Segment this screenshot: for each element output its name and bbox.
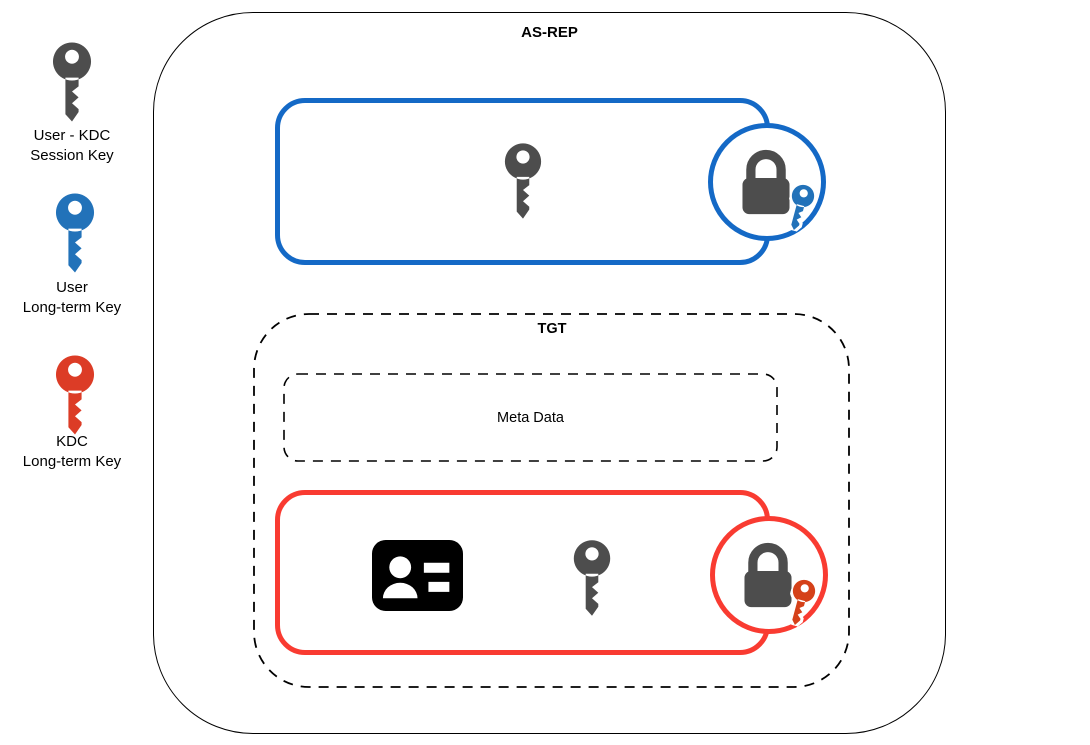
meta-data-label: Meta Data xyxy=(497,409,564,426)
meta-data-box xyxy=(283,373,778,462)
id-card-icon xyxy=(372,540,463,611)
as-rep-title: AS-REP xyxy=(521,24,578,41)
encrypted-tgt-payload-block xyxy=(275,490,770,655)
legend-label-kdc-key: KDC Long-term Key xyxy=(0,432,144,472)
legend-label-line: KDC xyxy=(56,433,88,450)
blue-encryption-seal xyxy=(708,123,826,241)
legend-label-session-key: User - KDC Session Key xyxy=(0,126,144,166)
tgt-container xyxy=(253,313,850,688)
session-key-icon xyxy=(571,538,613,618)
kdc-long-term-key-icon xyxy=(53,354,97,436)
session-key-icon xyxy=(50,41,94,123)
legend-label-line: Long-term Key xyxy=(22,453,122,470)
as-rep-container xyxy=(153,12,946,734)
user-long-term-key-icon xyxy=(53,192,97,274)
legend-label-line: User xyxy=(56,279,88,296)
tgt-title: TGT xyxy=(537,321,567,337)
legend-label-line: User - KDC xyxy=(33,127,111,144)
legend-label-user-key: User Long-term Key xyxy=(0,278,144,318)
legend-label-line: Session Key xyxy=(30,147,114,164)
legend-label-line: Long-term Key xyxy=(22,299,122,316)
red-encryption-seal xyxy=(710,516,828,634)
session-key-icon xyxy=(502,142,544,220)
